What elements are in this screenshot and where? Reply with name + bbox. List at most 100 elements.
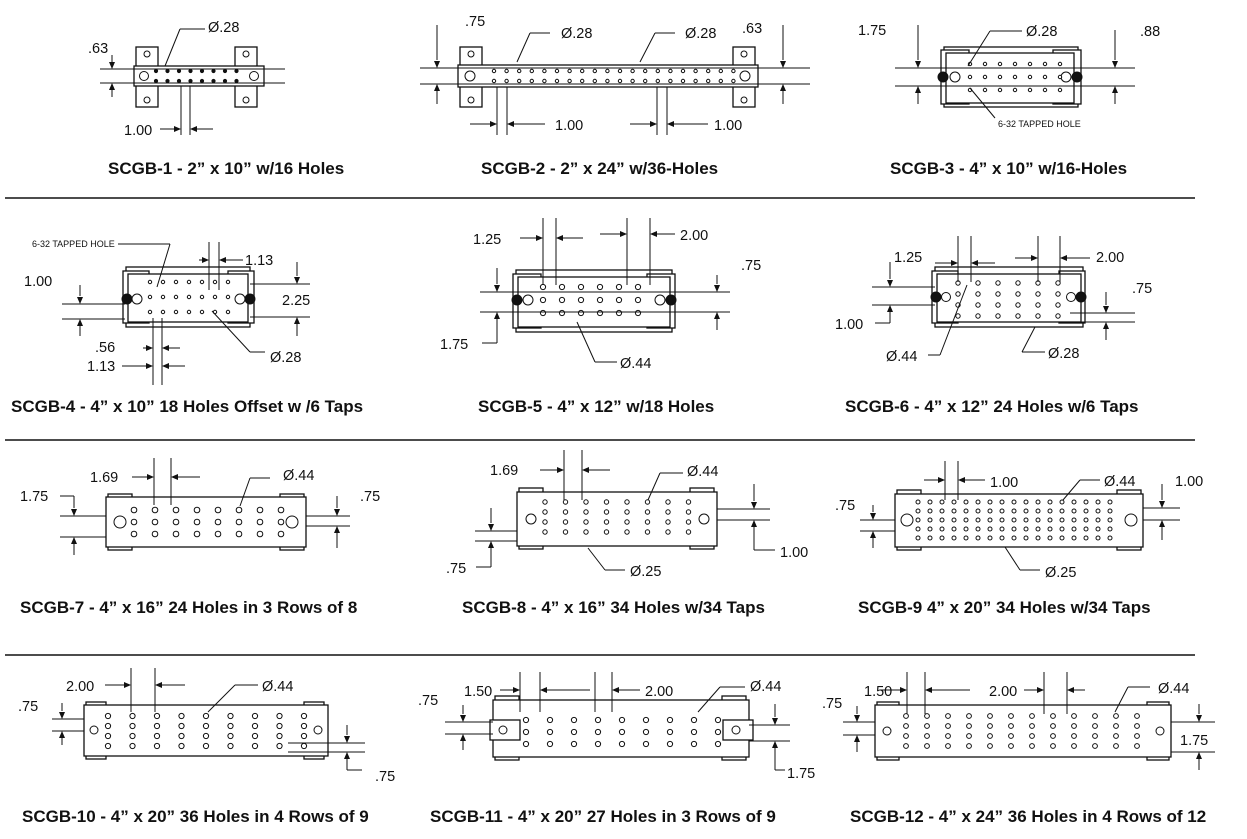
hole [172,518,180,526]
hole [202,732,210,740]
hole [655,78,660,84]
dim-label: 2.00 [680,228,708,244]
hole [193,506,201,514]
hole [225,294,231,300]
hole [615,283,623,291]
dim-label: 1.25 [894,250,922,266]
dim-label: 1.25 [473,232,501,248]
hole [276,742,283,750]
hole [1015,302,1021,308]
hole [1035,302,1041,308]
hole [945,733,951,739]
hole [706,78,711,84]
hole [1055,313,1061,319]
diameter-label: Ø.44 [1104,474,1135,490]
dim-label: 1.75 [440,337,468,353]
hole [256,518,264,526]
hole [1008,733,1014,739]
hole [975,280,981,286]
hole [129,712,136,720]
hole [251,732,259,740]
hole [188,68,193,74]
hole [542,529,548,535]
hole [300,732,308,740]
hole [1095,517,1101,523]
hole [276,732,283,740]
hole [129,732,136,740]
hole [251,742,259,750]
hole [995,280,1001,286]
dim-label: .75 [822,696,842,712]
hole [522,728,530,736]
hole [153,712,161,720]
hole [665,529,671,535]
hole [1071,743,1077,749]
hole [256,530,264,538]
hole [1035,291,1041,297]
tapped-hole-note: 6-32 TAPPED HOLE [32,239,115,249]
hole [1023,526,1029,532]
hole [1071,517,1077,523]
dim-label: 1.69 [490,463,518,479]
hole [618,716,626,724]
hole [211,68,216,74]
hole [618,740,626,748]
hole [130,530,138,538]
hole [562,499,569,505]
hole [1134,743,1140,749]
hole [685,519,692,525]
hole [966,733,972,739]
hole [1059,508,1065,514]
diameter-label: Ø.28 [208,20,239,36]
hole [583,499,589,505]
hole [153,78,159,84]
hole [176,68,182,74]
panel-scgb-2: .75 Ø.28 Ø.28 .63 1.00 1.00 SCGB-2 - 2” … [420,14,810,178]
hole [199,309,205,315]
dim-label: 1.75 [1180,733,1208,749]
hole [1107,517,1113,523]
hole [634,296,642,304]
hole [1113,743,1119,749]
hole [300,742,308,750]
hole [665,499,671,505]
hole [1023,535,1029,541]
hole [642,716,650,724]
hole [643,78,648,84]
dim-label: .56 [95,340,115,356]
hole [151,530,159,538]
hole [1095,535,1101,541]
hole [966,713,972,719]
hole [577,309,585,317]
hole [1015,280,1021,286]
hole [178,732,185,740]
bar-drawing [100,28,285,135]
hole [939,517,945,523]
hole [546,716,554,724]
hole [546,740,554,748]
panel-scgb-5: 1.25 2.00 .75 1.75 Ø.44 SCGB-5 - 4” x 12… [440,218,761,416]
dim-label: .75 [375,769,395,785]
hole [693,78,698,84]
hole [153,742,161,750]
hole [300,722,308,730]
hole [570,716,578,724]
dim-label: .75 [18,699,38,715]
hole [706,68,711,74]
hole [995,302,1001,308]
hole [178,722,185,730]
hole [1071,526,1077,532]
diameter-label: Ø.28 [685,26,716,42]
hole [1092,743,1098,749]
hole [1134,713,1140,719]
hole [927,535,933,541]
hole [1042,74,1048,80]
hole [1008,743,1014,749]
hole [1095,499,1101,505]
panel-caption: SCGB-12 - 4” x 24” 36 Holes in 4 Rows of… [850,807,1206,826]
hole [655,68,660,74]
hole [685,509,692,515]
hole [1011,499,1017,505]
hole [924,723,930,729]
hole [277,530,285,538]
